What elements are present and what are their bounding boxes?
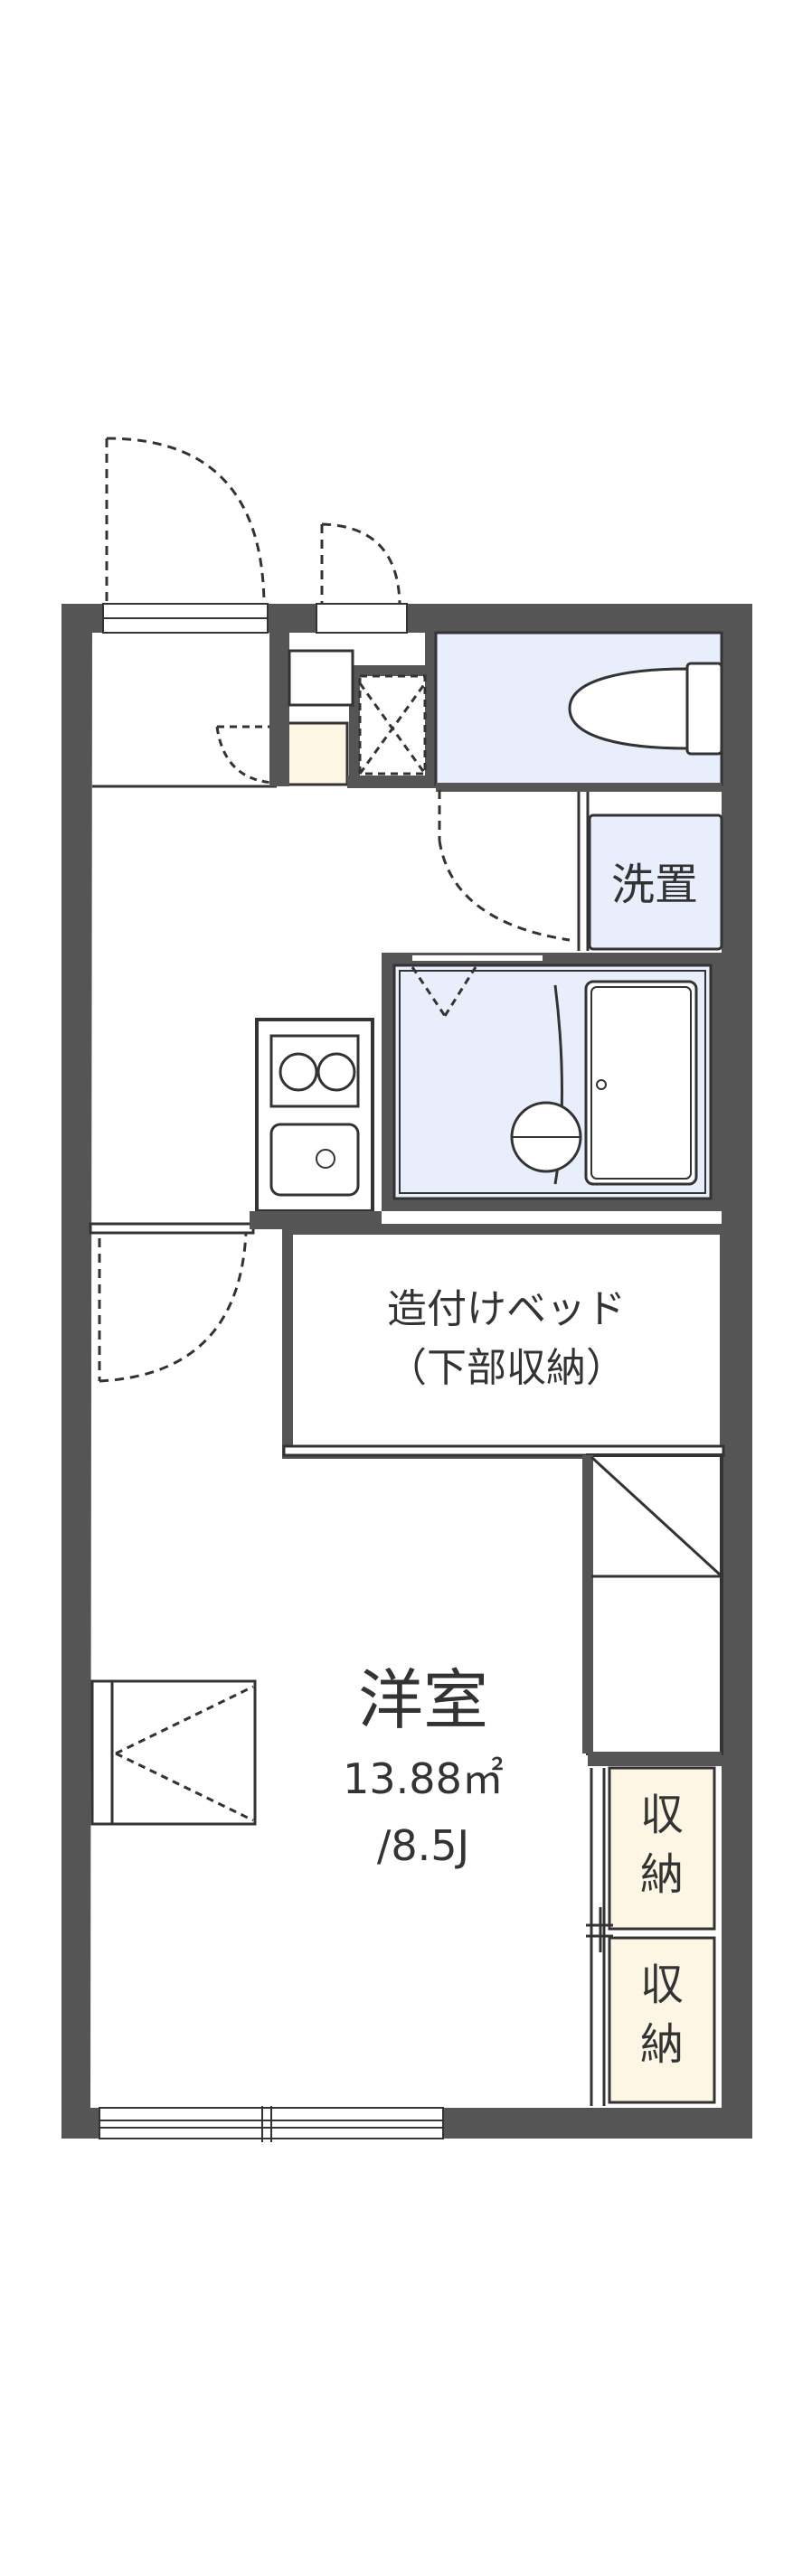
bed-edge xyxy=(282,1444,725,1457)
shoe-cabinet-swing-icon xyxy=(215,725,274,785)
storage-1-char2: 納 xyxy=(640,1849,684,1900)
burner-left-icon xyxy=(279,1052,318,1092)
western-room-tatami: /8.5J xyxy=(377,1821,469,1870)
toilet-icon xyxy=(568,662,723,756)
storage-2 xyxy=(608,1936,716,2104)
sink-drain-icon xyxy=(316,1149,335,1169)
storage-2-char1: 収 xyxy=(640,1960,684,2010)
entrance-area xyxy=(92,633,277,788)
bathroom-inner-line xyxy=(399,970,706,1194)
storage-wall xyxy=(588,1752,722,1766)
storage-door-lines xyxy=(586,1768,613,2106)
room-door-swing-icon xyxy=(98,1232,248,1383)
toilet-door-swing-icon xyxy=(438,790,571,942)
utility-closet-dashes xyxy=(358,674,427,776)
storage-1-char1: 収 xyxy=(640,1790,684,1840)
bathtub-drain xyxy=(596,1079,607,1090)
west-window-dashes xyxy=(115,1685,254,1822)
utility-closet-walls xyxy=(269,606,439,788)
western-room-area: 13.88㎡ xyxy=(343,1754,504,1803)
closet-diagonal xyxy=(590,1455,722,1576)
built-in-bed xyxy=(293,1235,720,1448)
closet-upper-frame xyxy=(586,1453,723,1755)
washstand xyxy=(588,813,723,951)
washstand-label: 洗置 xyxy=(611,860,698,910)
bathroom-door-icon xyxy=(411,966,477,1017)
washroom-lines xyxy=(577,792,590,951)
utility-door-swing-icon xyxy=(320,522,401,605)
storage-1 xyxy=(608,1766,716,1931)
toilet-wall xyxy=(436,783,722,792)
bathtub-inner xyxy=(590,986,692,1180)
western-room-name: 洋室 xyxy=(358,1662,488,1738)
burner-right-icon xyxy=(316,1052,356,1092)
shoe-cabinet xyxy=(286,721,349,786)
built-in-bed-sublabel: （下部収納） xyxy=(387,1345,626,1391)
window-lines xyxy=(99,617,443,2142)
built-in-bed-label: 造付けベッド xyxy=(387,1286,626,1332)
entrance-door-swing-icon xyxy=(105,437,266,605)
utility-inner xyxy=(288,649,354,707)
storage-2-char2: 納 xyxy=(640,2019,684,2070)
sink-icon xyxy=(269,1123,360,1197)
bathtub-icon xyxy=(584,980,698,1186)
west-window xyxy=(90,1679,257,1826)
